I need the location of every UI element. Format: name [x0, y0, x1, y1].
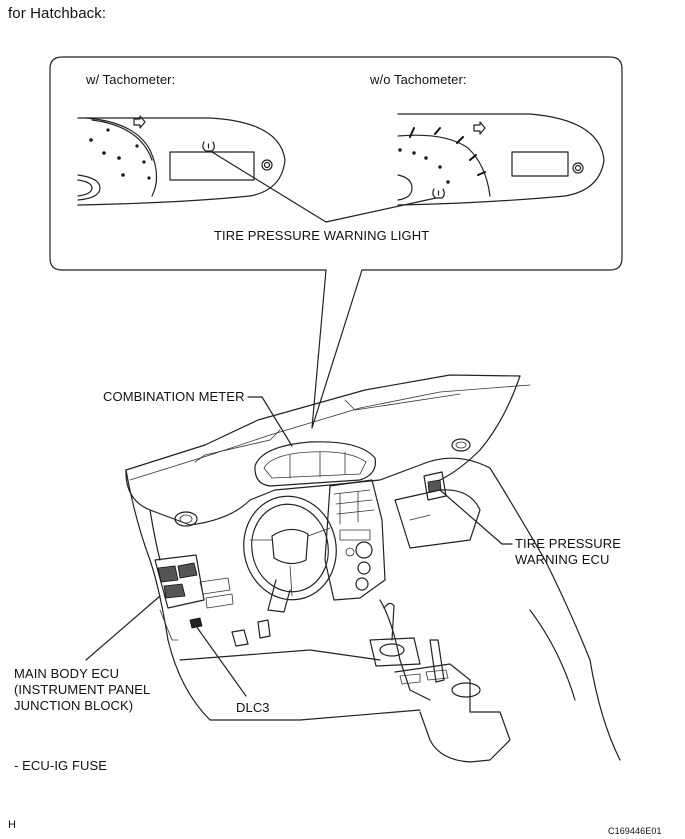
cluster-without-tachometer — [397, 113, 605, 206]
right-display — [511, 151, 569, 177]
callout-left-title: w/ Tachometer: — [86, 72, 176, 87]
combination-meter-label: COMBINATION METER — [103, 389, 245, 404]
cluster-with-tachometer — [77, 115, 286, 206]
left-display — [169, 151, 255, 181]
dlc3-label: DLC3 — [236, 700, 270, 715]
callout-box — [49, 56, 623, 429]
dlc3-connector — [189, 617, 203, 629]
main-body-ecu — [154, 554, 205, 609]
left-tire-pressure-warning-icon — [202, 141, 215, 152]
right-gauge-knob — [397, 174, 413, 201]
main-body-ecu-label-line3: JUNCTION BLOCK) — [14, 698, 134, 713]
warning-light-label: TIRE PRESSURE WARNING LIGHT — [214, 228, 430, 243]
main-body-ecu-label-line1: MAIN BODY ECU — [14, 666, 120, 681]
steering-wheel — [243, 495, 337, 601]
right-tire-pressure-warning-icon — [432, 188, 445, 199]
callout-right-title: w/o Tachometer: — [370, 72, 467, 87]
right-arrow-icon — [473, 121, 486, 135]
figure-code: C169446E01 — [608, 826, 662, 836]
combination-meter — [254, 441, 377, 487]
left-gauge-knob — [77, 174, 101, 201]
left-arrow-icon — [133, 115, 146, 129]
dashboard-illustration — [125, 374, 621, 763]
tpms-ecu-label-line2: WARNING ECU — [515, 552, 610, 567]
left-knob-icon — [261, 159, 273, 171]
variant-label: for Hatchback: — [8, 5, 107, 22]
right-knob-icon — [572, 162, 584, 174]
fuse-note: - ECU-IG FUSE — [14, 758, 108, 773]
sheet-letter: H — [8, 819, 17, 831]
main-body-ecu-label-line2: (INSTRUMENT PANEL — [14, 682, 151, 697]
